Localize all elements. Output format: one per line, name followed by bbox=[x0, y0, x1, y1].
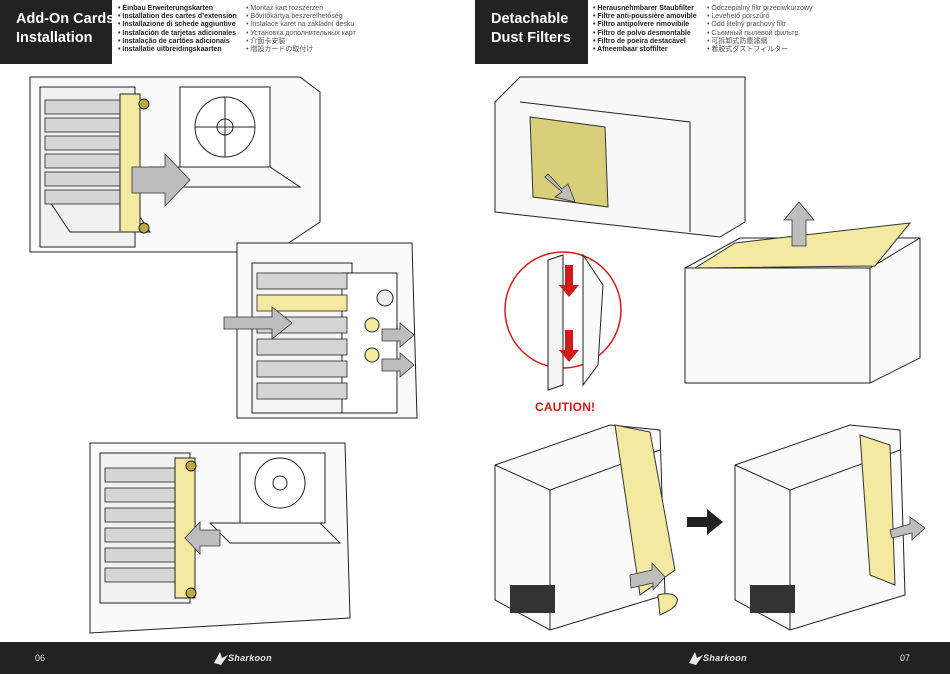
illustration-front-filter-before bbox=[494, 424, 678, 631]
lang-item: • Instalação de cartões adicionais bbox=[118, 37, 230, 45]
section-title-block: Add-On Cards Installation bbox=[0, 0, 115, 64]
lang-item: • Bővítőkártya beszerelhetőség bbox=[246, 13, 343, 21]
arrow-insert bbox=[223, 306, 293, 340]
lang-item: • Съемный пылевой фильтр bbox=[707, 29, 799, 37]
lang-item: • Filtro de polvo desmontable bbox=[593, 29, 691, 37]
page-number: 06 bbox=[35, 653, 46, 663]
highlight-front-filter bbox=[859, 434, 896, 586]
title-line-2: Dust Filters bbox=[491, 30, 571, 46]
language-list-2: • Odczepialny filtr przeciwkurzowy • Lev… bbox=[707, 5, 813, 54]
lang-item: • 増設カードの取付け bbox=[246, 46, 314, 54]
lang-item: • Herausnehmbarer Staubfilter bbox=[593, 5, 694, 12]
caution-label: CAUTION! bbox=[535, 400, 596, 414]
illustration-bracket-reattach bbox=[89, 442, 351, 634]
page-number: 07 bbox=[899, 653, 910, 663]
lang-item: • Instalace karet na základní desku bbox=[246, 21, 355, 29]
lang-item: • Levehető porszűrő bbox=[707, 13, 770, 21]
lang-item: • Installation des cartes d’extension bbox=[118, 13, 237, 21]
lang-item: • 介面卡安裝 bbox=[246, 37, 286, 45]
lang-item: • Установка дополнительных карт bbox=[246, 29, 356, 37]
highlight-bracket bbox=[174, 457, 196, 599]
arrow-left bbox=[184, 520, 221, 556]
arrow-right bbox=[889, 516, 926, 541]
lang-item: • Installatie uitbreidingskaarten bbox=[118, 46, 222, 54]
title-line-1: Detachable bbox=[491, 11, 569, 27]
lang-item: • Filtro de poeira destacável bbox=[593, 37, 686, 45]
brand-logo-text: Sharkoon bbox=[703, 653, 747, 663]
section-title-block: Detachable Dust Filters bbox=[475, 0, 588, 64]
lang-item: • Instalación de tarjetas adicionales bbox=[118, 29, 236, 37]
lang-item: • Odczepialny filtr przeciwkurzowy bbox=[707, 5, 813, 12]
illustration-open-case bbox=[29, 76, 321, 253]
sharkoon-logo-icon bbox=[689, 652, 703, 665]
arrow-right bbox=[131, 153, 191, 207]
lang-item: • Installazione di schede aggiuntive bbox=[118, 21, 236, 29]
language-list-1: • Einbau Erweiterungskarten • Installati… bbox=[118, 5, 237, 54]
red-arrow-1 bbox=[559, 265, 579, 297]
arrow-up bbox=[783, 201, 815, 247]
lang-item: • Filtro antipolvere rimovibile bbox=[593, 21, 690, 29]
lang-item: • Filtre anti-poussière amovible bbox=[593, 13, 697, 21]
title-line-2: Installation bbox=[16, 30, 93, 46]
illustration-rear-filter bbox=[494, 76, 746, 238]
arrow-screw-2 bbox=[381, 352, 415, 378]
arrow-screw-1 bbox=[381, 322, 415, 348]
footer-bar: Sharkoon 07 bbox=[475, 642, 950, 674]
red-arrow-2 bbox=[559, 330, 579, 362]
lang-item: • Einbau Erweiterungskarten bbox=[118, 5, 214, 12]
title-line-1: Add-On Cards bbox=[16, 11, 115, 27]
brand-logo-text: Sharkoon bbox=[228, 653, 272, 663]
arrow-down-left bbox=[544, 173, 576, 203]
lang-item: • 着脱式ダストフィルター bbox=[707, 46, 789, 54]
illustration-caution-detail bbox=[504, 251, 622, 391]
lang-item: • Afneembaar stoffilter bbox=[593, 46, 668, 54]
highlight-dust-filter bbox=[529, 116, 609, 208]
language-list-2: • Montaż kart rozszerzeń • Bővítőkártya … bbox=[246, 5, 356, 54]
illustration-top-filter bbox=[684, 201, 921, 384]
language-list-1: • Herausnehmbarer Staubfilter • Filtre a… bbox=[593, 5, 697, 54]
lang-item: • Montaż kart rozszerzeń bbox=[246, 5, 324, 12]
lang-item: • 可拆卸式防塵濾網 bbox=[707, 37, 768, 45]
page-right: Detachable Dust Filters • Herausnehmbare… bbox=[475, 0, 950, 674]
illustration-slot-closeup bbox=[223, 242, 418, 419]
illustration-front-filter-after bbox=[734, 424, 926, 631]
footer-bar: 06 Sharkoon bbox=[0, 642, 475, 674]
page-left: Add-On Cards Installation • Einbau Erwei… bbox=[0, 0, 475, 674]
step-arrow-icon bbox=[687, 509, 723, 535]
highlight-slot bbox=[256, 294, 348, 312]
arrow-right bbox=[629, 561, 666, 592]
highlight-bracket bbox=[119, 93, 141, 233]
lang-item: • Odd litelný prachový filtr bbox=[707, 21, 787, 29]
sharkoon-logo-icon bbox=[214, 652, 228, 665]
highlight-front-filter bbox=[614, 424, 676, 596]
